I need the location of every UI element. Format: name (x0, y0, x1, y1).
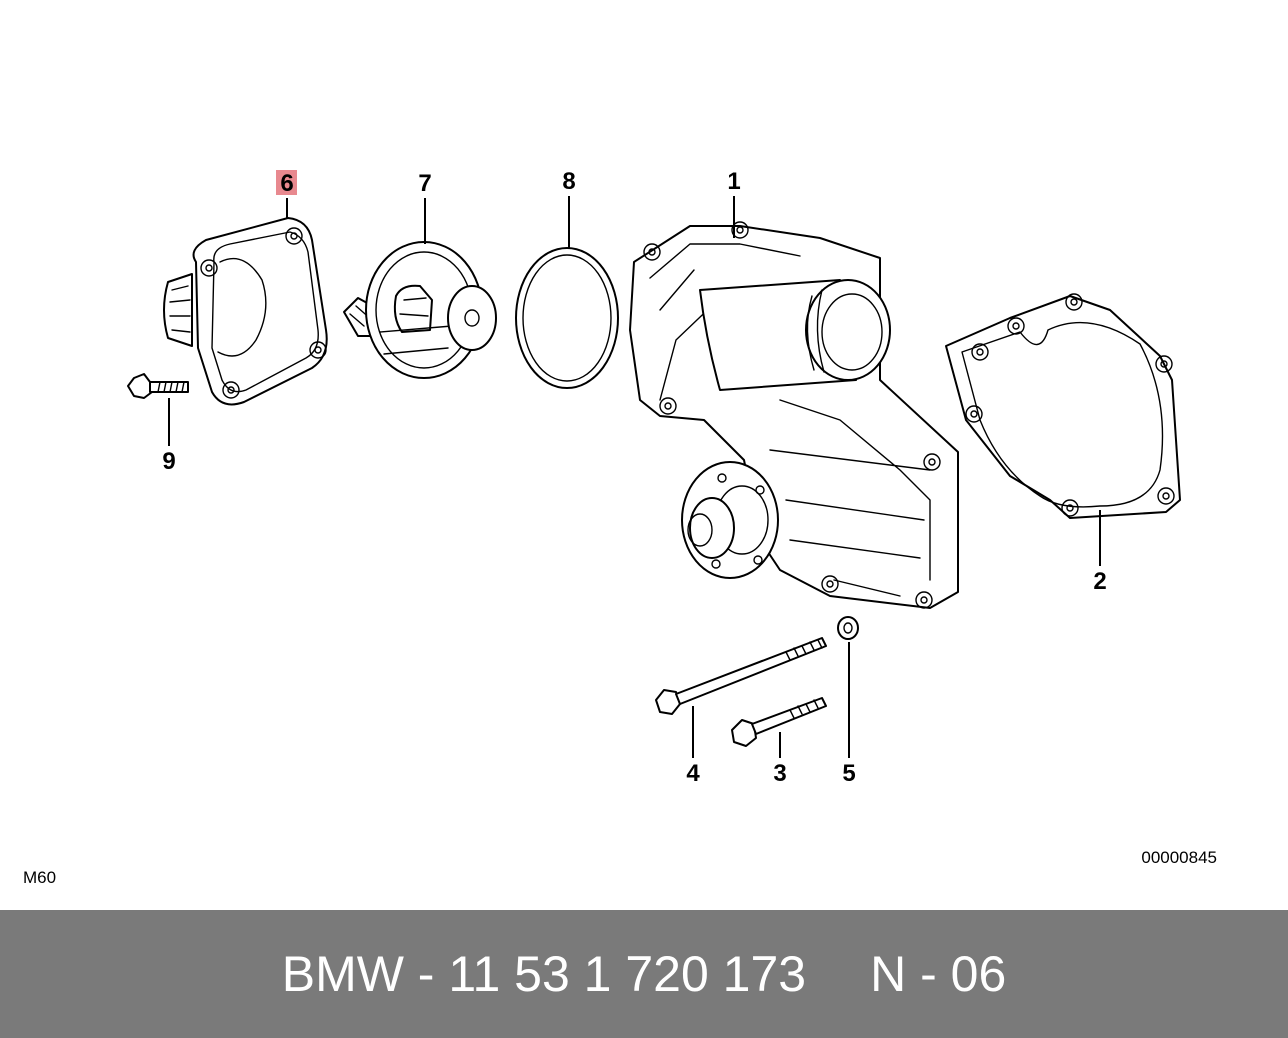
callout-8[interactable]: 8 (562, 168, 575, 195)
callout-highlight (276, 170, 297, 195)
part-bolt-4[interactable] (655, 637, 827, 715)
callout-9[interactable]: 9 (162, 448, 175, 475)
diagram-number: 00000845 (1141, 848, 1217, 867)
position-code: N - 06 (870, 946, 1007, 1002)
callout-4[interactable]: 4 (686, 760, 700, 787)
part-washer[interactable] (837, 616, 859, 640)
callout-1[interactable]: 1 (727, 168, 740, 195)
part-bolt-3[interactable] (731, 697, 827, 747)
part-thermostat[interactable] (343, 241, 497, 379)
parts-diagram: 6 7 8 1 9 2 4 3 5 00000845 M60 (23, 168, 1217, 887)
callout-6[interactable]: 6 (280, 170, 293, 197)
part-gasket[interactable] (945, 293, 1181, 519)
part-o-ring[interactable] (515, 247, 619, 389)
callout-2[interactable]: 2 (1093, 568, 1106, 595)
part-bolt-9[interactable] (127, 373, 189, 399)
leader-lines (168, 196, 1101, 758)
callout-5[interactable]: 5 (842, 760, 855, 787)
callout-7[interactable]: 7 (418, 170, 431, 197)
engine-code: M60 (23, 868, 56, 887)
part-number-banner: BMW - 11 53 1 720 173 N - 06 (0, 910, 1288, 1038)
callout-3[interactable]: 3 (773, 760, 786, 787)
part-number: BMW - 11 53 1 720 173 (281, 946, 807, 1002)
part-water-pump[interactable] (629, 221, 959, 609)
part-thermostat-housing[interactable] (163, 217, 328, 406)
callout-labels: 6 7 8 1 9 2 4 3 5 (162, 168, 1106, 787)
